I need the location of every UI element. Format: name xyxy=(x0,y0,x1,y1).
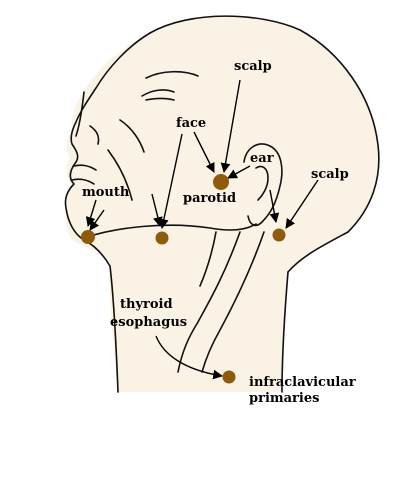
node-supraclavicular xyxy=(222,370,236,384)
eye-outline xyxy=(141,89,175,101)
label-face: face xyxy=(176,116,206,131)
node-submental xyxy=(81,230,95,244)
ear-inner xyxy=(255,165,269,201)
cheek-line xyxy=(145,70,199,79)
arrow-jaw-side xyxy=(151,193,163,227)
nose-outline xyxy=(75,91,100,145)
lips-outline xyxy=(71,164,97,185)
label-mouth: mouth xyxy=(82,185,130,200)
label-ear: ear xyxy=(250,151,274,166)
node-submandibular xyxy=(155,231,169,245)
node-retroauricular xyxy=(272,228,286,242)
arrow-ear-to-node xyxy=(269,189,280,223)
arrow-scalp-right xyxy=(285,179,319,229)
arrow-mouth-1 xyxy=(85,199,97,227)
neck-front xyxy=(83,239,119,393)
arrow-thyroid-to-supraclavicular xyxy=(155,335,223,380)
node-parotid xyxy=(213,174,229,190)
label-parotid: parotid xyxy=(183,191,236,206)
label-thyroid: thyroid xyxy=(120,297,173,312)
neck-muscle-1 xyxy=(177,231,241,373)
label-infraclavicular: infraclavicular xyxy=(249,375,356,390)
jaw-fold xyxy=(107,119,145,201)
jawline xyxy=(83,223,257,239)
neck-muscle-3 xyxy=(199,231,217,287)
head-outline xyxy=(149,15,380,273)
label-esophagus: esophagus xyxy=(110,315,187,330)
face-profile xyxy=(64,32,151,241)
arrow-face-to-jaw-node xyxy=(159,133,183,229)
neck-muscle-2 xyxy=(201,231,265,373)
arrow-ear-to-parotid xyxy=(227,165,251,179)
arrow-face-to-parotid xyxy=(193,131,215,173)
label-primaries: primaries xyxy=(249,391,319,406)
label-scalp-top: scalp xyxy=(234,59,272,74)
head-silhouette xyxy=(65,16,379,392)
arrow-scalp-top xyxy=(220,79,241,173)
arrow-mouth-2 xyxy=(89,209,105,231)
neck-back xyxy=(281,271,289,393)
ear-outline xyxy=(243,143,283,227)
label-scalp-right: scalp xyxy=(311,167,349,182)
